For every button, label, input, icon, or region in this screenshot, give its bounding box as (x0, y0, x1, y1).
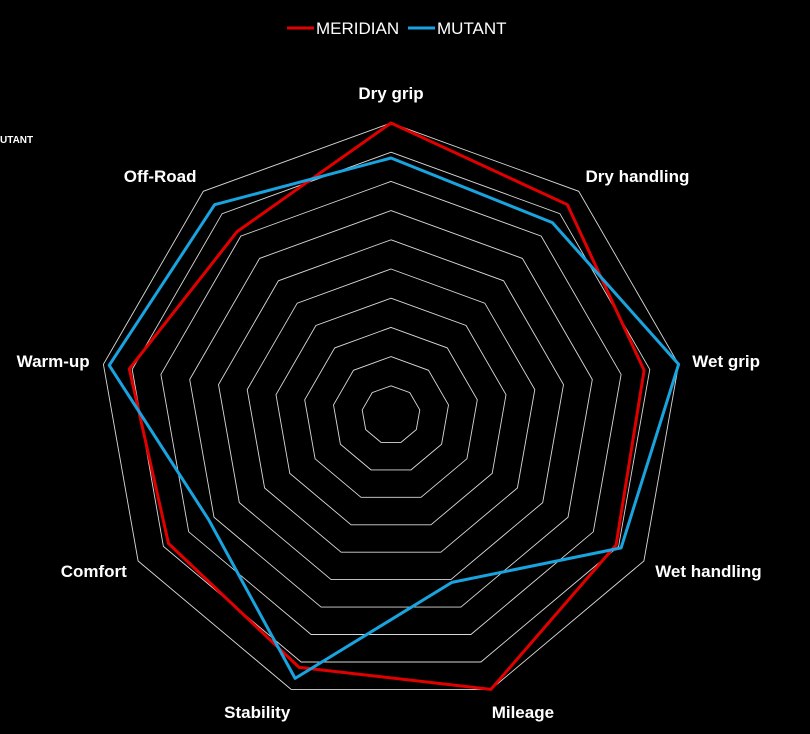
grid-ring-8 (160, 180, 622, 635)
legend-label-mutant: MUTANT (437, 19, 507, 38)
axis-label-off-road: Off-Road (124, 167, 197, 186)
grid-ring-3 (304, 326, 478, 498)
grid-ring-5 (246, 268, 536, 553)
axis-label-wet-handling: Wet handling (655, 562, 761, 581)
grid-ring-9 (131, 151, 651, 663)
axis-label-dry-grip: Dry grip (358, 84, 423, 103)
legend: MERIDIAN MUTANT (287, 19, 507, 38)
clipped-legend-fragment: UTANT (0, 135, 33, 146)
grid-ring-4 (275, 297, 507, 526)
radar-series (107, 121, 681, 691)
grid-ring-1 (361, 385, 421, 443)
axis-label-wet-grip: Wet grip (692, 352, 760, 371)
axis-label-warm-up: Warm-up (17, 352, 90, 371)
grid-ring-6 (218, 239, 564, 581)
grid-ring-2 (333, 356, 449, 471)
radar-grid (102, 122, 680, 690)
series-line-meridian (127, 121, 646, 691)
series-line-mutant (107, 156, 681, 680)
axis-label-dry-handling: Dry handling (586, 167, 690, 186)
axis-label-comfort: Comfort (61, 562, 127, 581)
axis-label-stability: Stability (224, 703, 291, 722)
axis-label-mileage: Mileage (492, 703, 554, 722)
legend-label-meridian: MERIDIAN (316, 19, 399, 38)
grid-ring-10 (102, 122, 680, 690)
grid-ring-7 (189, 210, 593, 608)
